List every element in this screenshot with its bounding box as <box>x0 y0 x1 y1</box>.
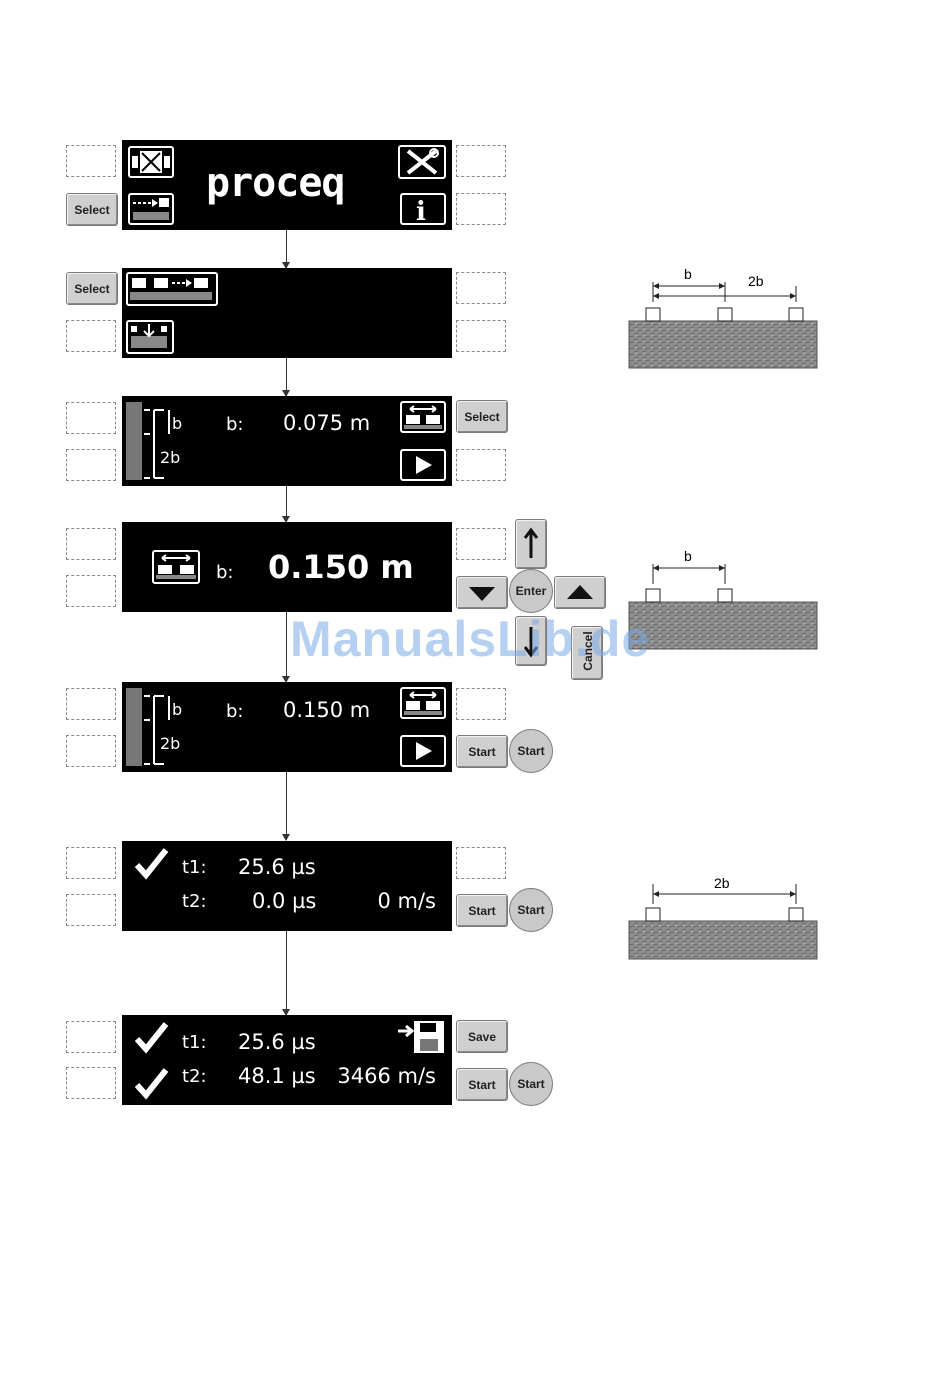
empty-key-slot <box>456 449 506 481</box>
empty-key-slot <box>66 402 116 434</box>
flow-arrow <box>286 612 287 682</box>
dim-2b-label: 2b <box>160 734 180 753</box>
checkmark-icon <box>134 1021 170 1055</box>
empty-key-slot <box>66 1067 116 1099</box>
transducer-diagram-b-2b <box>626 266 822 372</box>
distance-value: 0.075 m <box>283 411 370 435</box>
flow-arrow <box>286 230 287 268</box>
dim-b-label: b <box>172 414 182 433</box>
dim-b-label: b <box>172 700 182 719</box>
enter-button[interactable]: Enter <box>509 569 553 613</box>
empty-key-slot <box>66 1021 116 1053</box>
brand-logo: proceq <box>206 160 345 206</box>
flow-arrow <box>286 931 287 1015</box>
start-round-button[interactable]: Start <box>509 888 553 932</box>
distance-confirm-screen: b 2b b: 0.150 m <box>122 682 452 772</box>
play-icon <box>400 449 446 481</box>
save-button[interactable]: Save <box>456 1020 508 1053</box>
empty-key-slot <box>66 894 116 926</box>
velocity-value: 0 m/s <box>377 889 436 913</box>
diagram-label-2b: 2b <box>748 273 764 289</box>
start-button[interactable]: Start <box>456 894 508 927</box>
start-button[interactable]: Start <box>456 1068 508 1101</box>
empty-key-slot <box>456 688 506 720</box>
transducer-diagram-b <box>626 548 822 654</box>
info-icon: i <box>400 193 446 225</box>
distance-label: b: <box>226 701 244 722</box>
t1-value: 25.6 µs <box>238 1030 316 1054</box>
start-round-button[interactable]: Start <box>509 1062 553 1106</box>
scroll-down-button[interactable] <box>456 576 508 609</box>
diagram-label-2b: 2b <box>714 875 730 891</box>
measurement-mode-icon <box>128 146 174 178</box>
checkmark-icon <box>134 847 170 881</box>
empty-key-slot <box>66 688 116 720</box>
empty-key-slot <box>456 847 506 879</box>
distance-edit-icon <box>400 687 446 719</box>
distance-edit-icon <box>400 401 446 433</box>
empty-key-slot <box>66 320 116 352</box>
measure-transfer-icon <box>128 193 174 225</box>
t1-label: t1: <box>182 1032 207 1053</box>
velocity-value: 3466 m/s <box>337 1064 436 1088</box>
diagram-label-b: b <box>684 266 692 282</box>
select-button[interactable]: Select <box>66 193 118 226</box>
empty-key-slot <box>456 272 506 304</box>
start-round-button[interactable]: Start <box>509 729 553 773</box>
scroll-up-button[interactable] <box>554 576 606 609</box>
distance-edit-screen: b: 0.150 m <box>122 522 452 612</box>
surface-mode-icon <box>126 320 174 354</box>
distance-entry-screen: b 2b b: 0.075 m <box>122 396 452 486</box>
up-button[interactable] <box>515 519 547 569</box>
select-button[interactable]: Select <box>66 272 118 305</box>
start-screen: proceq i <box>122 140 452 230</box>
watermark-text: ManualsLib.de <box>290 610 650 668</box>
surface-distance-graphic <box>124 686 196 768</box>
t2-label: t2: <box>182 891 207 912</box>
t2-value: 48.1 µs <box>238 1064 316 1088</box>
distance-label: b: <box>226 414 244 435</box>
surface-distance-graphic <box>124 400 196 482</box>
empty-key-slot <box>456 193 506 225</box>
diagram-label-b: b <box>684 548 692 564</box>
distance-label: b: <box>216 562 234 583</box>
dim-2b-label: 2b <box>160 448 180 467</box>
distance-value-large: 0.150 m <box>268 548 414 586</box>
empty-key-slot <box>456 320 506 352</box>
empty-key-slot <box>456 145 506 177</box>
distance-value: 0.150 m <box>283 698 370 722</box>
transducer-arrangement-icon <box>126 272 218 306</box>
mode-select-screen <box>122 268 452 358</box>
empty-key-slot <box>66 735 116 767</box>
empty-key-slot <box>66 847 116 879</box>
empty-key-slot <box>66 528 116 560</box>
flow-arrow <box>286 486 287 522</box>
t2-label: t2: <box>182 1066 207 1087</box>
empty-key-slot <box>456 528 506 560</box>
play-icon <box>400 735 446 767</box>
checkmark-icon <box>134 1065 170 1101</box>
t2-value: 0.0 µs <box>252 889 316 913</box>
save-icon <box>396 1019 448 1055</box>
distance-edit-icon <box>152 550 200 584</box>
t1-value: 25.6 µs <box>238 855 316 879</box>
empty-key-slot <box>66 449 116 481</box>
flow-arrow <box>286 358 287 396</box>
t1-label: t1: <box>182 857 207 878</box>
result-screen: t1: 25.6 µs t2: 48.1 µs 3466 m/s <box>122 1015 452 1105</box>
settings-tools-icon <box>398 145 446 179</box>
svg-text:i: i <box>416 197 426 223</box>
select-button[interactable]: Select <box>456 400 508 433</box>
flow-arrow <box>286 772 287 840</box>
start-button[interactable]: Start <box>456 735 508 768</box>
empty-key-slot <box>66 575 116 607</box>
empty-key-slot <box>66 145 116 177</box>
first-measurement-screen: t1: 25.6 µs t2: 0.0 µs 0 m/s <box>122 841 452 931</box>
